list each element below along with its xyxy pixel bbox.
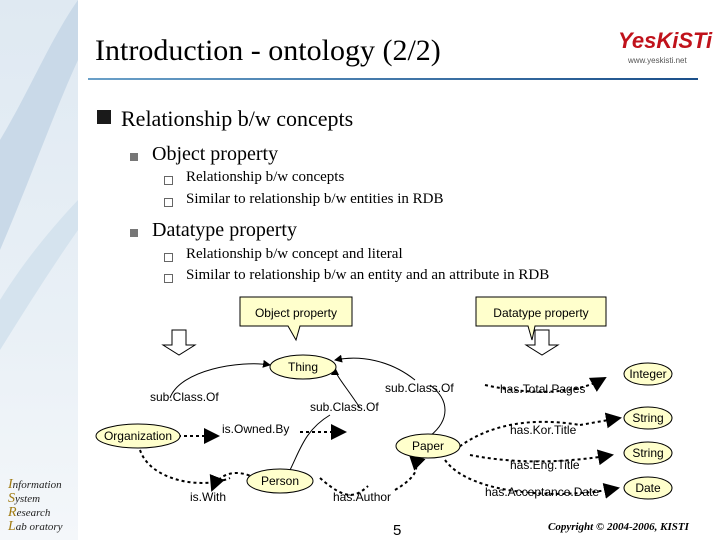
subclass-edge <box>169 359 271 399</box>
relation-edge <box>209 472 256 492</box>
relation-edge <box>139 449 231 484</box>
relation-label: has.Eng.Title <box>510 458 580 472</box>
subclass-edge <box>429 384 446 437</box>
bullet-square <box>130 153 138 161</box>
object-property-callout: Object property <box>239 296 353 342</box>
outline-heading: Relationship b/w concepts <box>121 106 354 131</box>
svg-text:String: String <box>632 411 663 425</box>
arrow-down-icon <box>161 329 197 356</box>
callout-label: Object property <box>255 306 337 320</box>
relation-label: has.Acceptance.Date <box>485 485 599 499</box>
hollow-bullet <box>164 176 173 185</box>
copyright-notice: Copyright © 2004-2006, KISTI <box>548 521 689 533</box>
literal-integer: Integer <box>623 362 673 386</box>
relation-label: has.Kor.Title <box>510 423 577 437</box>
literal-date: Date <box>623 476 673 500</box>
class-person: Person <box>246 468 314 494</box>
relation-label: has.Author <box>333 490 391 504</box>
svg-text:Organization: Organization <box>104 429 172 443</box>
relation-edge <box>454 420 581 451</box>
relation-edge <box>319 477 369 496</box>
datatype-property-item: Relationship b/w concept and literal <box>186 246 403 262</box>
logo-url: www.yeskisti.net <box>628 56 687 65</box>
slide-title: Introduction - ontology (2/2) <box>95 34 441 67</box>
class-organization: Organization <box>95 423 181 449</box>
relation-edge <box>469 449 614 466</box>
lab-label-line: System <box>8 491 41 506</box>
relation-edge <box>579 412 622 429</box>
class-paper: Paper <box>395 433 461 459</box>
svg-text:String: String <box>632 446 663 460</box>
subclass-edge <box>289 414 331 471</box>
arrow-down-icon <box>524 329 560 356</box>
datatype-property-item: Similar to relationship b/w an entity an… <box>186 267 550 283</box>
class-thing: Thing <box>269 354 337 380</box>
kisti-logo: YesKiSTi <box>618 28 713 53</box>
hollow-bullet <box>164 198 173 207</box>
datatype-property-heading: Datatype property <box>152 219 297 241</box>
object-property-item: Similar to relationship b/w entities in … <box>186 191 444 207</box>
relation-edge <box>394 453 426 491</box>
relation-label: is.With <box>190 490 226 504</box>
lab-label-line: Information <box>8 477 62 492</box>
bullet-square <box>97 110 111 124</box>
svg-text:Thing: Thing <box>288 360 318 374</box>
relation-label: has.Total.Pages <box>500 382 585 396</box>
title-divider <box>88 78 698 80</box>
relation-label: sub.Class.Of <box>385 381 454 395</box>
object-property-heading: Object property <box>152 143 279 165</box>
page-number: 5 <box>393 522 402 539</box>
lab-label-line: Lab oratory <box>8 519 63 534</box>
svg-text:Paper: Paper <box>412 439 444 453</box>
svg-text:Date: Date <box>635 481 661 495</box>
relation-label: sub.Class.Of <box>310 400 379 414</box>
object-property-item: Relationship b/w concepts <box>186 169 345 185</box>
band-swoosh <box>0 0 78 350</box>
svg-text:Person: Person <box>261 474 299 488</box>
subclass-edge <box>334 354 416 381</box>
left-decorative-band <box>0 0 78 540</box>
relation-label: sub.Class.Of <box>150 390 219 404</box>
callout-label: Datatype property <box>493 306 588 320</box>
bullet-square <box>130 229 138 237</box>
relation-edge <box>484 377 607 393</box>
svg-text:Integer: Integer <box>629 367 666 381</box>
relation-label: is.Owned.By <box>222 422 289 436</box>
lab-label-line: Research <box>8 505 51 520</box>
literal-string: String <box>623 441 673 465</box>
literal-string: String <box>623 406 673 430</box>
datatype-property-callout: Datatype property <box>475 296 607 341</box>
hollow-bullet <box>164 253 173 262</box>
hollow-bullet <box>164 274 173 283</box>
